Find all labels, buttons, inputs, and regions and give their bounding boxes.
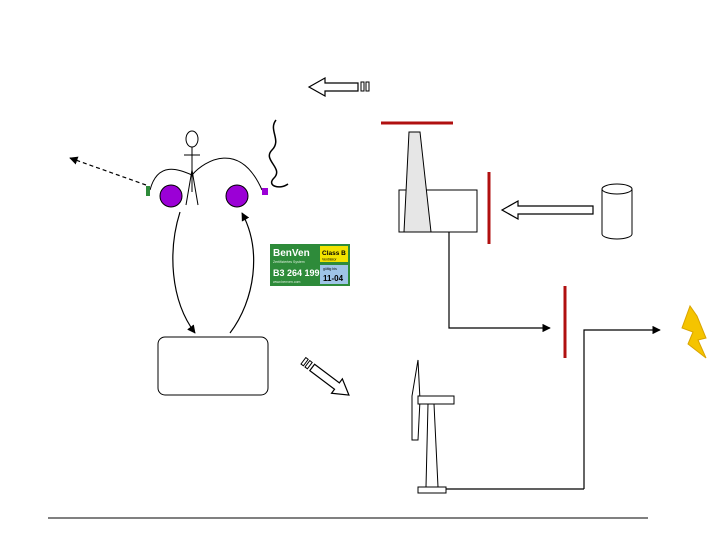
sensor-left-icon	[146, 186, 150, 196]
lung-right-icon	[225, 184, 249, 208]
hollow-arrow-diagonal	[300, 356, 350, 396]
plate-expiry: 11-04	[323, 274, 344, 283]
sensor-right-icon	[262, 188, 268, 195]
wind-turbine-icon	[411, 359, 455, 494]
lung-left-icon	[159, 184, 183, 208]
monitor-box-icon	[157, 336, 269, 396]
dashed-arrow	[69, 156, 147, 186]
plate-class-badge: Class B	[322, 250, 346, 257]
connector-line-right	[583, 325, 661, 489]
sensor-wire	[149, 157, 263, 191]
cylinder-tank-icon	[601, 183, 633, 240]
plate-expiry-label: gültig bis	[323, 267, 337, 271]
plate-tagline: Zertifiziertes System	[273, 260, 305, 264]
plate-website: www.benven.com	[273, 280, 301, 284]
hollow-arrow-right	[500, 199, 594, 221]
person-figure-icon	[184, 130, 200, 206]
connector-line-upper	[448, 232, 551, 333]
license-plate: BenVen Zertifiziertes System Class B Ven…	[270, 244, 350, 286]
wavy-cable-icon	[268, 119, 289, 188]
plate-number: B3 264 199	[273, 268, 320, 278]
plate-brand: BenVen	[273, 248, 310, 259]
chimney-unit-icon	[381, 121, 478, 233]
curve-arrow-down	[172, 211, 196, 334]
plate-class-sub: Ventilator	[322, 258, 337, 262]
hollow-arrow-top	[307, 76, 370, 98]
lightning-bolt-icon	[681, 304, 707, 359]
curve-arrow-up	[229, 212, 255, 334]
